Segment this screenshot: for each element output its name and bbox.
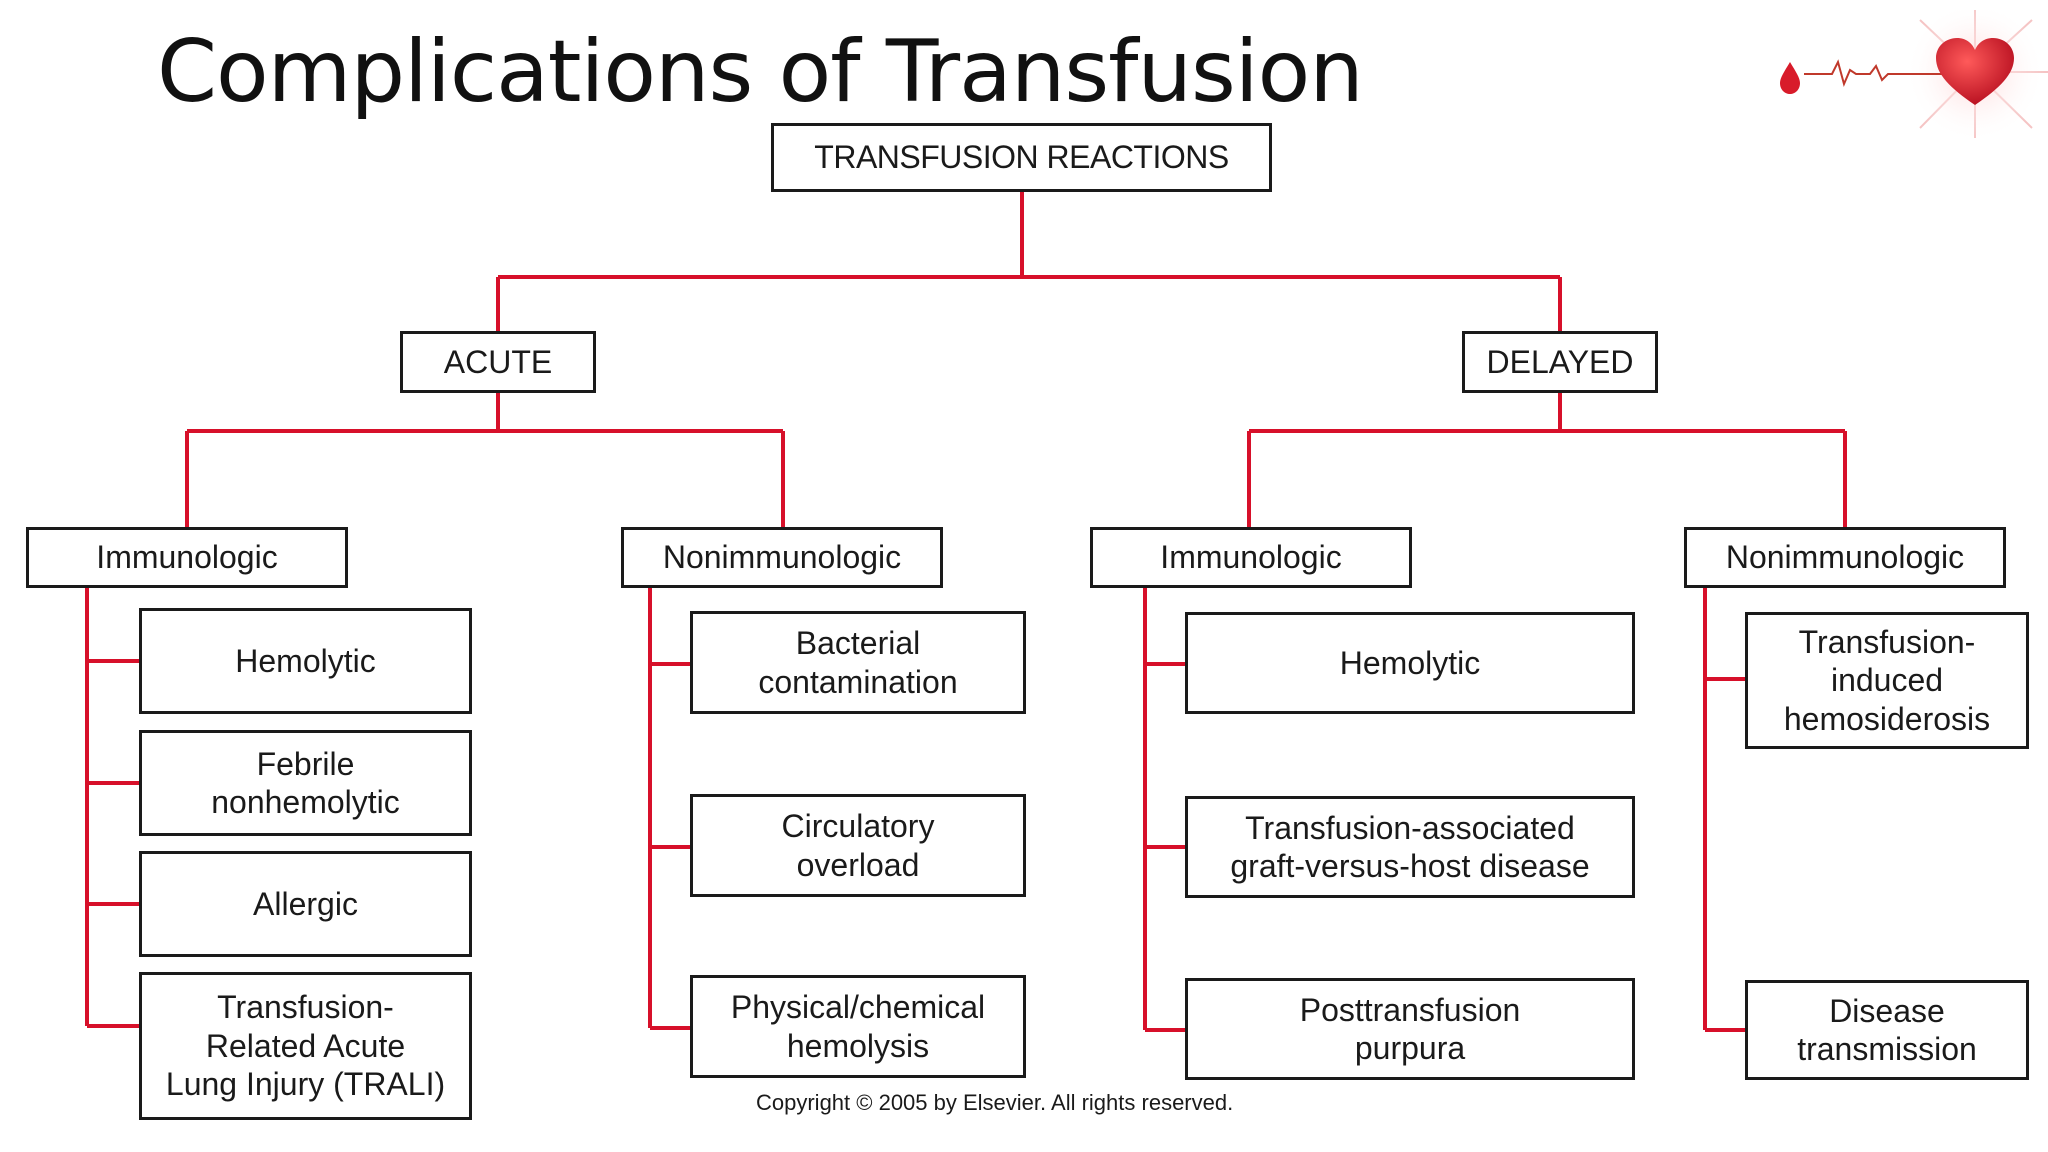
node-acute-immunologic: Immunologic [26,527,348,588]
node-physical-chemical-hemolysis: Physical/chemical hemolysis [690,975,1026,1078]
node-acute-nonimmunologic: Nonimmunologic [621,527,943,588]
node-disease-transmission: Disease transmission [1745,980,2029,1080]
node-delayed-nonimmunologic: Nonimmunologic [1684,527,2006,588]
node-ta-gvhd: Transfusion-associated graft-versus-host… [1185,796,1635,898]
node-bacterial-contamination: Bacterial contamination [690,611,1026,714]
node-febrile-nonhemolytic: Febrile nonhemolytic [139,730,472,836]
slide-title: Complications of Transfusion [157,22,1364,122]
node-transfusion-induced-hemosiderosis: Transfusion- induced hemosiderosis [1745,612,2029,749]
node-posttransfusion-purpura: Posttransfusion purpura [1185,978,1635,1080]
copyright-notice: Copyright © 2005 by Elsevier. All rights… [756,1090,1234,1115]
node-transfusion-reactions: TRANSFUSION REACTIONS [771,123,1272,192]
heartbeat-line-icon [1804,59,1950,88]
blood-drop-icon [1780,62,1800,94]
blood-drop-heartbeat-heart-icon [1780,10,2048,142]
node-circulatory-overload: Circulatory overload [690,794,1026,897]
node-delayed-immunologic: Immunologic [1090,527,1412,588]
node-acute: ACUTE [400,331,596,393]
heart-icon [1936,38,2014,105]
node-trali: Transfusion- Related Acute Lung Injury (… [139,972,472,1120]
node-delayed: DELAYED [1462,331,1658,393]
node-delayed-hemolytic: Hemolytic [1185,612,1635,714]
node-acute-hemolytic: Hemolytic [139,608,472,714]
node-allergic: Allergic [139,851,472,957]
